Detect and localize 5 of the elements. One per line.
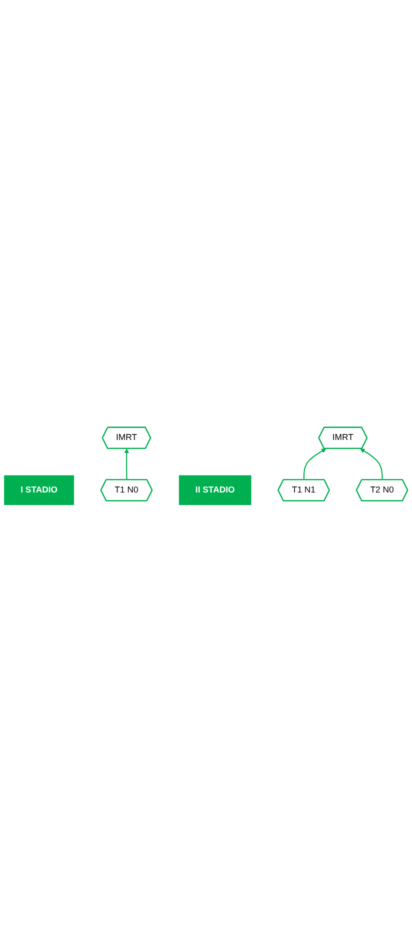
arrow <box>303 448 326 480</box>
node-box: I STADIO <box>4 476 74 506</box>
node-box: II STADIO <box>178 476 252 506</box>
arrow <box>360 448 383 480</box>
arrow <box>124 448 130 480</box>
